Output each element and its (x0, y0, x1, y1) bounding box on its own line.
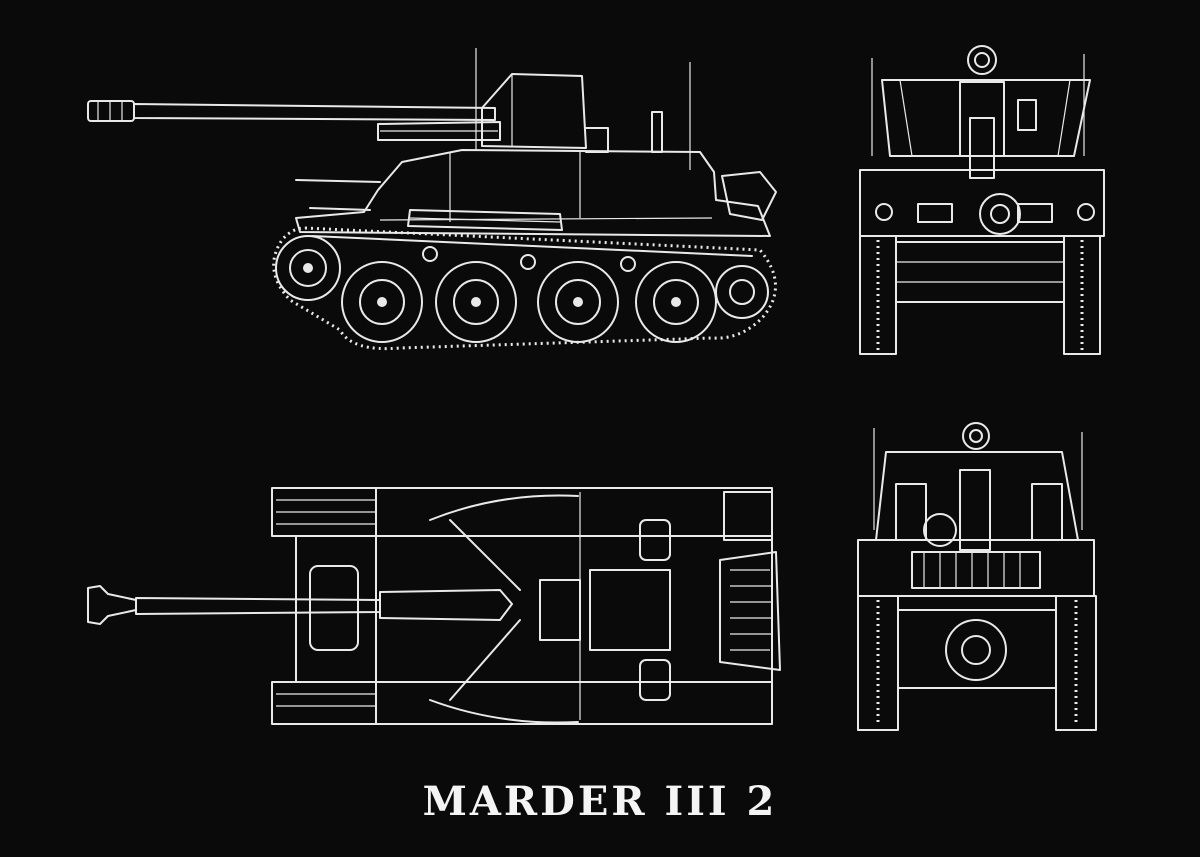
side-hull (295, 149, 777, 237)
side-gun-barrel (87, 100, 501, 141)
side-track (272, 226, 777, 351)
rear-view (857, 422, 1097, 731)
side-view (87, 48, 777, 351)
side-road-wheels (275, 235, 769, 343)
top-view (87, 487, 781, 725)
front-view (859, 45, 1105, 355)
poster-title: MARDER III 2 (422, 778, 778, 825)
